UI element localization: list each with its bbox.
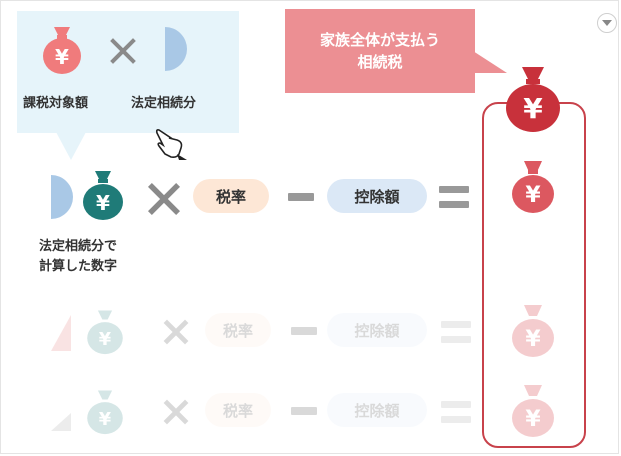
money-bag-icon: ¥ (83, 171, 123, 220)
deduction-pill: 控除額 (327, 313, 427, 347)
times-icon (147, 182, 181, 216)
svg-text:¥: ¥ (525, 327, 541, 352)
tax-rate-pill: 税率 (193, 179, 269, 213)
faded-formula-row: ¥ 税率 控除額 (1, 381, 481, 441)
svg-text:¥: ¥ (525, 407, 541, 432)
statutory-share-label: 法定相続分 (131, 96, 197, 111)
times-icon (163, 399, 189, 425)
tax-rate-pill: 税率 (205, 313, 271, 347)
minus-icon (291, 407, 317, 415)
deduction-pill: 控除額 (327, 179, 427, 213)
svg-text:¥: ¥ (99, 330, 112, 350)
half-circle-icon (51, 413, 71, 431)
money-bag-icon: ¥ (506, 67, 560, 132)
equals-icon (441, 401, 471, 423)
total-tax-callout: 家族全体が支払う 相続税 (285, 9, 475, 93)
half-circle-icon (51, 175, 73, 219)
yen-glyph: ¥ (525, 183, 541, 208)
share-calc-label-line1: 法定相続分で (39, 239, 118, 254)
bubble-tail (56, 132, 86, 160)
yen-glyph: ¥ (523, 92, 543, 125)
callout-line1: 家族全体が支払う (319, 31, 440, 49)
money-bag-icon: ¥ (512, 385, 554, 437)
callout-line2: 相続税 (357, 53, 403, 71)
svg-text:¥: ¥ (99, 410, 112, 430)
half-circle-icon (51, 315, 71, 351)
minus-icon (291, 327, 317, 335)
yen-glyph: ¥ (96, 191, 110, 215)
share-calc-label-line2: 計算した数字 (39, 259, 118, 274)
equals-icon (441, 321, 471, 343)
money-bag-icon: ¥ (87, 310, 123, 355)
callout-tail (473, 51, 507, 73)
dropdown-button[interactable] (597, 13, 617, 33)
tax-rate-pill: 税率 (205, 393, 271, 427)
equals-icon (439, 186, 469, 208)
half-circle-icon (165, 27, 187, 71)
hand-cursor-icon (155, 129, 187, 160)
taxable-amount-label: 課税対象額 (23, 96, 89, 111)
deduction-pill: 控除額 (327, 393, 427, 427)
faded-formula-row: ¥ 税率 控除額 (1, 301, 481, 361)
money-bag-icon: ¥ (87, 390, 123, 435)
yen-glyph: ¥ (55, 45, 69, 69)
times-icon (110, 38, 136, 64)
money-bag-icon: ¥ (43, 27, 81, 74)
money-bag-icon: ¥ (512, 161, 554, 213)
money-bag-icon: ¥ (512, 305, 554, 357)
minus-icon (288, 193, 314, 201)
times-icon (163, 319, 189, 345)
